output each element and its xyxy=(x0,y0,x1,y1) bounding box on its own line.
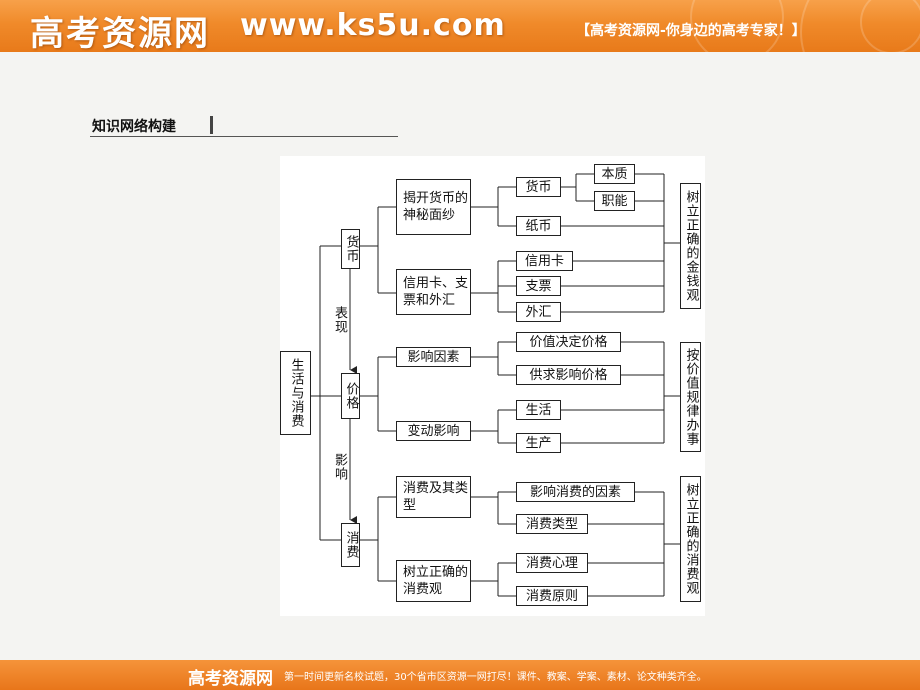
node-value-decides-price: 价值决定价格 xyxy=(516,332,621,352)
node-paper-money: 纸币 xyxy=(516,216,561,236)
node-consumption-types: 消费类型 xyxy=(516,514,588,534)
header-decoration xyxy=(860,0,920,52)
site-url[interactable]: www.ks5u.com xyxy=(240,8,506,43)
footer-banner: 高考资源网 第一时间更新名校试题，30个省市区资源一网打尽！课件、教案、学案、素… xyxy=(0,660,920,690)
node-life: 生活 xyxy=(516,400,561,420)
node-cheque: 支票 xyxy=(516,276,561,296)
section-heading: 知识网络构建 xyxy=(92,119,176,135)
node-consumption-psychology: 消费心理 xyxy=(516,553,588,573)
node-consumption-factors: 影响消费的因素 xyxy=(516,482,635,502)
connector-lines xyxy=(311,173,680,597)
header-decoration xyxy=(690,0,784,52)
outcome-money-view: 树立正确的金钱观 xyxy=(680,183,701,309)
node-credit-card: 信用卡 xyxy=(516,251,573,271)
node-price-factors: 影响因素 xyxy=(396,347,471,367)
node-consumption: 消费 xyxy=(341,523,360,567)
label-express: 表现 xyxy=(332,306,347,334)
footer-logo[interactable]: 高考资源网 xyxy=(188,669,273,689)
node-unveil-money: 揭开货币的神秘面纱 xyxy=(396,179,471,235)
node-correct-consumption-view: 树立正确的消费观 xyxy=(396,560,471,602)
node-essence: 本质 xyxy=(594,164,635,184)
outcome-value-law: 按价值规律办事 xyxy=(680,342,701,452)
node-change-effects: 变动影响 xyxy=(396,421,471,441)
node-production: 生产 xyxy=(516,433,561,453)
header-decoration xyxy=(800,0,920,52)
node-price: 价格 xyxy=(341,373,360,419)
label-influence: 影响 xyxy=(332,453,347,481)
node-money: 货币 xyxy=(341,229,360,269)
heading-bar xyxy=(210,116,213,134)
node-consumption-types-group: 消费及其类型 xyxy=(396,476,471,518)
node-forex: 外汇 xyxy=(516,302,561,322)
outcome-consumption-view: 树立正确的消费观 xyxy=(680,476,701,602)
node-functions: 职能 xyxy=(594,191,635,211)
node-credit-tools: 信用卡、支票和外汇 xyxy=(396,269,471,315)
site-logo[interactable]: 高考资源网 xyxy=(30,14,210,52)
knowledge-network-diagram: 生活与消费 货币 表现 价格 影响 消费 揭开货币的神秘面纱 货币 本质 职能 … xyxy=(280,156,705,616)
node-supply-demand-price: 供求影响价格 xyxy=(516,365,621,385)
node-consumption-principles: 消费原则 xyxy=(516,586,588,606)
header-banner: 高考资源网 www.ks5u.com 【高考资源网-你身边的高考专家！】 xyxy=(0,0,920,52)
node-currency: 货币 xyxy=(516,177,561,197)
footer-tagline: 第一时间更新名校试题，30个省市区资源一网打尽！课件、教案、学案、素材、论文种类… xyxy=(284,672,707,683)
heading-underline xyxy=(90,136,398,137)
root-node-life-and-consumption: 生活与消费 xyxy=(280,351,311,435)
site-slogan: 【高考资源网-你身边的高考专家！】 xyxy=(576,23,806,39)
